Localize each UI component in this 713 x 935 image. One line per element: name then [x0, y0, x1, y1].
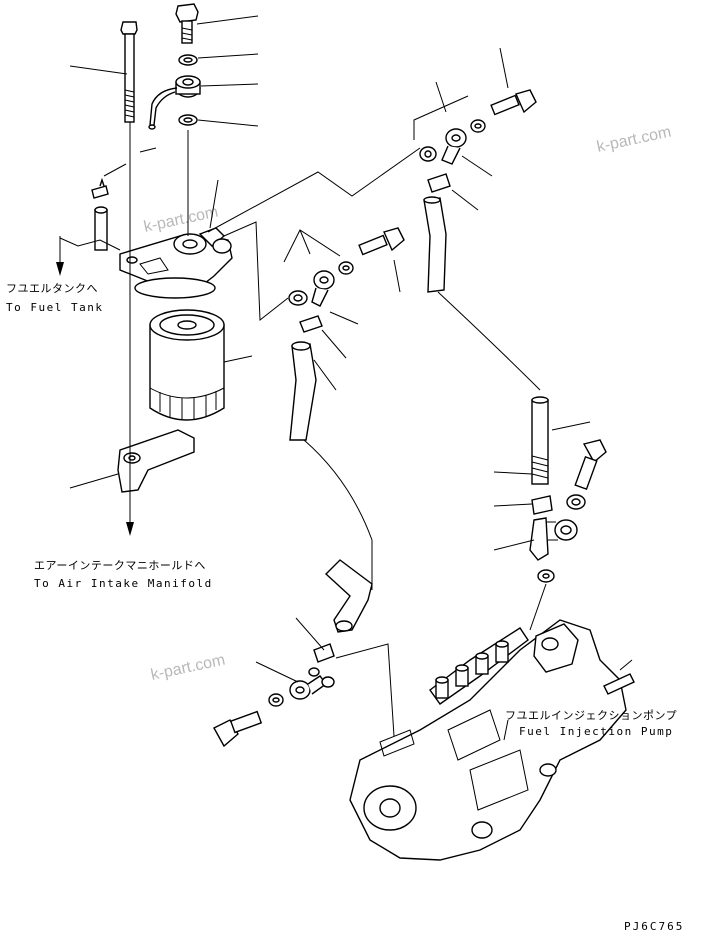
pipe-mid-long: [303, 439, 373, 590]
hose-clip-right: [427, 173, 451, 193]
label-pump-jp: フユエルインジェクションポンプ: [505, 709, 677, 722]
watermark-3: k-part.com: [149, 652, 226, 684]
hose-mid: [289, 341, 317, 441]
elbow-fitting: [529, 517, 578, 561]
filter-head-group: [91, 3, 233, 493]
leader-long-bolt: [69, 65, 128, 75]
right-lower-group: [493, 396, 607, 631]
fuel-injection-pump: [349, 619, 635, 861]
pipe-right-long: [437, 291, 541, 391]
bolt-right: [490, 89, 537, 116]
label-fuel-tank-jp: フユエルタンクへ: [6, 282, 98, 295]
banjo-mid: [311, 270, 335, 307]
hose-clip-left: [91, 177, 109, 199]
banjo-bolt-top: [175, 3, 199, 44]
mounting-bracket: [117, 429, 195, 493]
hose-lower: [324, 559, 373, 633]
label-air-intake-jp: エアーインテークマニホールドへ: [34, 559, 206, 572]
long-bolt: [120, 21, 138, 123]
label-fuel-tank-en: To Fuel Tank: [6, 301, 103, 314]
hose-right: [423, 196, 447, 293]
bolt-mid: [358, 227, 405, 256]
hose-clip-lower: [313, 643, 335, 663]
watermark-1: k-part.com: [595, 124, 672, 156]
hose-clip-right-lower: [531, 495, 553, 515]
fuel-filter-cartridge: [149, 309, 225, 421]
banjo-fitting: [148, 75, 201, 130]
pump-delivery-valves: [435, 640, 509, 699]
hose-right-lower: [531, 396, 549, 485]
label-air-intake-en: To Air Intake Manifold: [34, 577, 213, 590]
hose-clip-mid: [299, 315, 323, 333]
drawing-code: PJ6C765: [624, 920, 684, 933]
bolt-lower: [213, 710, 263, 748]
middle-fitting-group: [283, 227, 405, 441]
banjo-lower: [289, 667, 335, 700]
filter-head: [119, 227, 233, 299]
label-pump-en: Fuel Injection Pump: [519, 725, 673, 738]
hose-short-left: [94, 206, 108, 251]
right-fitting-group: [413, 47, 537, 293]
banjo-right: [441, 128, 467, 165]
pump-side-bolt: [603, 673, 635, 695]
left-lower-group: [213, 559, 395, 748]
bolt-right-lower: [574, 439, 607, 491]
